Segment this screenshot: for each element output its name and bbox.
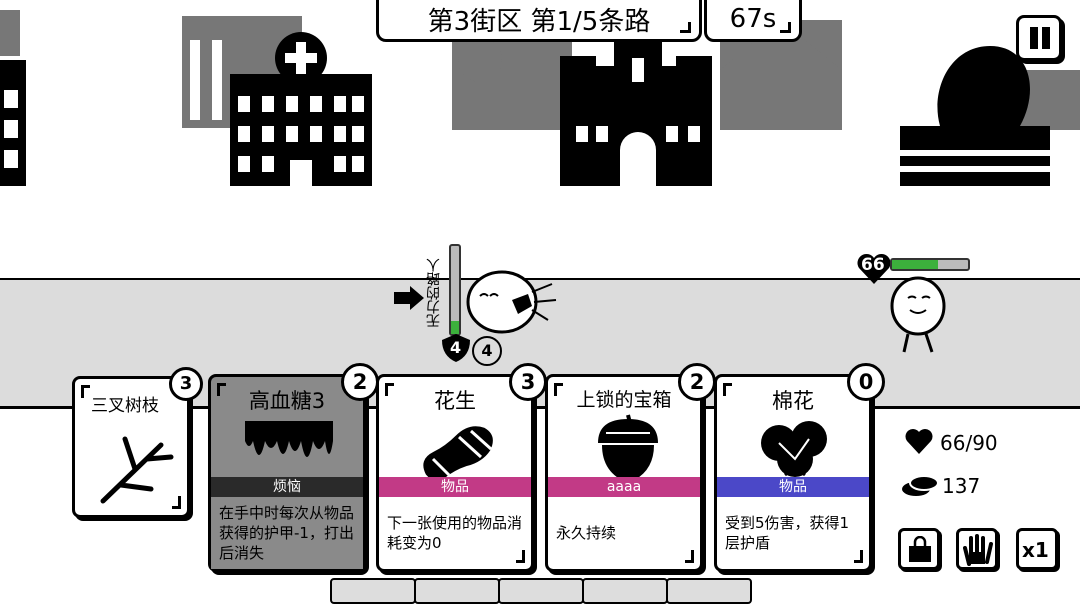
player-shield-value: 4 xyxy=(450,338,462,357)
card-title: 三叉树枝 xyxy=(91,396,159,416)
peanut-icon xyxy=(421,424,495,483)
card-cost: 2 xyxy=(678,363,716,401)
background-buildings xyxy=(0,10,1080,186)
pile-segment xyxy=(498,578,584,604)
card-cost: 3 xyxy=(509,363,547,401)
hand-icon xyxy=(963,534,993,566)
speed-label: x1 xyxy=(1022,538,1049,562)
card-tag: 烦恼 xyxy=(211,477,363,497)
card-high-blood-sugar[interactable]: 高血糖3 烦恼 在手中时每次从物品获得的护甲-1，打出后消失 2 xyxy=(208,363,379,572)
enemy-unit[interactable]: 66 xyxy=(856,252,976,362)
enemy-hp-value: 66 xyxy=(861,255,885,275)
player-character xyxy=(466,270,557,334)
corner-mark xyxy=(723,383,732,396)
card-locked-chest[interactable]: 上锁的宝箱 aaaa 永久持续 2 xyxy=(545,363,716,572)
coins-icon xyxy=(902,475,939,496)
player-shield-badge: 4 xyxy=(472,336,502,366)
branch-icon xyxy=(100,436,174,504)
player-hp-bar xyxy=(449,244,461,336)
pile-segment xyxy=(666,578,752,604)
pile-segment xyxy=(414,578,500,604)
district-label: 第3街区 第1/5条路 xyxy=(427,6,651,37)
card-tag: aaaa xyxy=(548,477,700,497)
card-cost: 0 xyxy=(847,363,885,401)
card-desc-panel xyxy=(211,497,363,569)
building-grey-2 xyxy=(452,20,842,130)
card-desc: 下一张使用的物品消耗变为0 xyxy=(387,514,523,552)
coins-stat: 137 xyxy=(942,474,981,498)
card-desc: 受到5伤害，获得1层护盾 xyxy=(725,514,850,552)
corner-mark xyxy=(680,22,691,33)
pause-button[interactable] xyxy=(1016,15,1062,61)
draw-pile[interactable] xyxy=(330,578,752,604)
enemy-hp-bar xyxy=(890,258,970,271)
card-trident-branch[interactable]: 三叉树枝 3 xyxy=(72,367,203,518)
card-title: 高血糖3 xyxy=(248,389,326,413)
card-title: 棉花 xyxy=(772,389,814,413)
speed-button[interactable]: x1 xyxy=(1016,528,1058,570)
corner-mark xyxy=(81,385,90,398)
shield-icon xyxy=(442,334,470,362)
pile-segment xyxy=(330,578,416,604)
heart-icon xyxy=(857,253,891,284)
player-unit[interactable]: 无力的路人 4 4 xyxy=(392,240,562,370)
card-cost: 3 xyxy=(169,367,203,401)
corner-mark xyxy=(854,550,863,563)
timer-display: 67s xyxy=(704,0,802,42)
pause-icon xyxy=(1030,27,1038,49)
card-desc: 在手中时每次从物品获得的护甲-1，打出后消失 xyxy=(219,504,355,562)
corner-mark xyxy=(385,383,394,396)
heart-icon xyxy=(905,429,933,454)
corner-mark xyxy=(172,496,181,509)
pile-segment xyxy=(582,578,668,604)
corner-mark xyxy=(685,550,694,563)
card-title: 上锁的宝箱 xyxy=(576,389,672,411)
card-tag: 物品 xyxy=(717,477,869,497)
bag-icon xyxy=(909,536,931,562)
card-peanut[interactable]: 花生 物品 下一张使用的物品消耗变为0 3 xyxy=(376,363,547,572)
acorn-icon xyxy=(598,414,658,483)
card-cost: 2 xyxy=(341,363,379,401)
castle-building xyxy=(560,24,712,186)
corner-mark xyxy=(780,22,791,33)
timer-label: 67s xyxy=(729,4,777,34)
hospital-building xyxy=(230,32,372,186)
player-hp-fill xyxy=(451,320,459,334)
arrow-right-icon xyxy=(394,286,424,310)
card-title: 花生 xyxy=(434,389,476,413)
sphinx-building xyxy=(900,46,1080,186)
district-title: 第3街区 第1/5条路 xyxy=(376,0,702,42)
cotton-icon xyxy=(761,421,827,477)
building-left xyxy=(0,10,26,186)
card-desc: 永久持续 xyxy=(556,524,617,542)
enemy-character xyxy=(890,276,946,353)
player-name: 无力的路人 xyxy=(426,258,442,328)
corner-mark xyxy=(516,550,525,563)
hand-button[interactable] xyxy=(956,528,998,570)
pause-icon-bar xyxy=(1042,27,1050,49)
corner-mark xyxy=(217,383,226,396)
player-hp-stat: 66/90 xyxy=(940,431,998,455)
enemy-hp-fill xyxy=(892,260,938,269)
bag-button[interactable] xyxy=(898,528,940,570)
card-cotton[interactable]: 棉花 物品 受到5伤害，获得1层护盾 0 xyxy=(714,363,885,572)
drip-icon xyxy=(245,421,333,457)
card-tag: 物品 xyxy=(379,477,531,497)
corner-mark xyxy=(554,383,563,396)
